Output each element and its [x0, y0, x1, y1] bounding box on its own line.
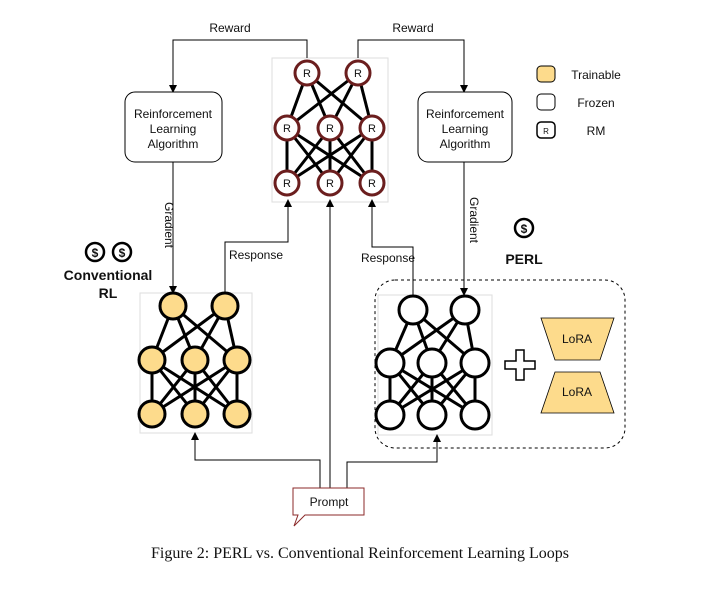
response-label-left: Response	[229, 248, 283, 262]
svg-text:$: $	[521, 222, 528, 236]
svg-text:Frozen: Frozen	[577, 96, 614, 110]
legend: Trainable Frozen R RM	[536, 65, 621, 139]
gradient-label-left: Gradient	[162, 202, 176, 249]
svg-text:Learning: Learning	[442, 122, 489, 136]
prompt-arrow-left	[191, 432, 321, 488]
perl-policy-node	[374, 399, 406, 431]
svg-text:R: R	[283, 178, 291, 190]
reward-model-node: R	[316, 114, 344, 142]
legend-rm-swatch	[536, 121, 556, 139]
svg-text:R: R	[326, 123, 334, 135]
svg-text:R: R	[354, 68, 362, 80]
gradient-label-right: Gradient	[467, 197, 481, 244]
perl-policy-node	[374, 347, 406, 379]
svg-text:Algorithm: Algorithm	[440, 137, 491, 151]
svg-text:R: R	[326, 178, 334, 190]
perl-policy-node	[416, 347, 448, 379]
response-arrow-right	[368, 199, 414, 295]
svg-text:$: $	[119, 246, 126, 260]
svg-text:LoRA: LoRA	[562, 332, 592, 346]
reward-model-edge	[306, 71, 373, 130]
svg-text:R: R	[368, 123, 376, 135]
reward-model-node: R	[358, 169, 386, 197]
svg-text:R: R	[368, 178, 376, 190]
rl-algorithm-box-right: Reinforcement Learning Algorithm	[417, 91, 513, 163]
reward-model-edge	[286, 126, 373, 185]
perl-policy-node	[459, 399, 491, 431]
svg-text:LoRA: LoRA	[562, 385, 592, 399]
prompt-bubble: Prompt	[292, 487, 365, 527]
rl-algorithm-box-left: Reinforcement Learning Algorithm	[124, 91, 223, 163]
reward-model-node: R	[344, 59, 372, 87]
conventional-policy-node	[137, 345, 167, 375]
lora-adapter-top: LoRA	[540, 317, 615, 361]
reward-model-node: R	[316, 169, 344, 197]
perl-policy-node	[397, 294, 429, 326]
conventional-rl-label: Conventional	[64, 267, 153, 283]
dollar-icon: $	[513, 217, 535, 239]
svg-text:$: $	[92, 246, 99, 260]
response-label-right: Response	[361, 251, 415, 265]
svg-text:R: R	[303, 68, 311, 80]
dollar-icon: $	[84, 241, 106, 263]
reward-model-node: R	[358, 114, 386, 142]
perl-label: PERL	[505, 251, 543, 267]
conventional-rl-label-2: RL	[99, 285, 118, 301]
svg-text:Trainable: Trainable	[571, 68, 621, 82]
reward-model-edge	[286, 71, 359, 130]
perl-policy-node	[449, 294, 481, 326]
conventional-policy-edge	[151, 304, 226, 362]
svg-text:R: R	[283, 123, 291, 135]
legend-frozen-swatch	[536, 93, 556, 111]
svg-text:Algorithm: Algorithm	[148, 137, 199, 151]
reward-arrow-left	[169, 39, 308, 93]
conventional-policy-edge	[151, 358, 238, 416]
response-arrow-left	[224, 199, 292, 293]
legend-trainable-swatch	[536, 65, 556, 83]
lora-adapter-bottom: LoRA	[540, 371, 615, 414]
perl-dashed-box	[374, 279, 626, 449]
reward-label-right: Reward	[392, 21, 433, 35]
perl-policy-node	[459, 347, 491, 379]
conventional-policy-node	[222, 345, 252, 375]
reward-model-node: R	[273, 114, 301, 142]
perl-policy-node	[416, 399, 448, 431]
dollar-icon: $	[111, 241, 133, 263]
plus-icon	[504, 349, 536, 381]
reward-label-left: Reward	[209, 21, 250, 35]
reward-arrow-right	[357, 39, 468, 93]
conventional-policy-node	[222, 399, 252, 429]
conventional-policy-node	[158, 291, 188, 321]
svg-text:Learning: Learning	[150, 122, 197, 136]
svg-text:RM: RM	[587, 124, 606, 138]
reward-model-node: R	[293, 59, 321, 87]
conventional-policy-node	[180, 399, 210, 429]
conventional-policy-node	[210, 291, 240, 321]
svg-text:Prompt: Prompt	[310, 495, 349, 509]
perl-policy-edge	[389, 361, 476, 417]
conventional-policy-node	[180, 345, 210, 375]
svg-text:Reinforcement: Reinforcement	[134, 107, 213, 121]
prompt-arrow-right	[346, 434, 441, 488]
svg-text:R: R	[543, 127, 549, 136]
conventional-policy-node	[137, 399, 167, 429]
figure-caption: Figure 2: PERL vs. Conventional Reinforc…	[151, 545, 569, 562]
reward-model-node: R	[273, 169, 301, 197]
svg-text:Reinforcement: Reinforcement	[426, 107, 505, 121]
